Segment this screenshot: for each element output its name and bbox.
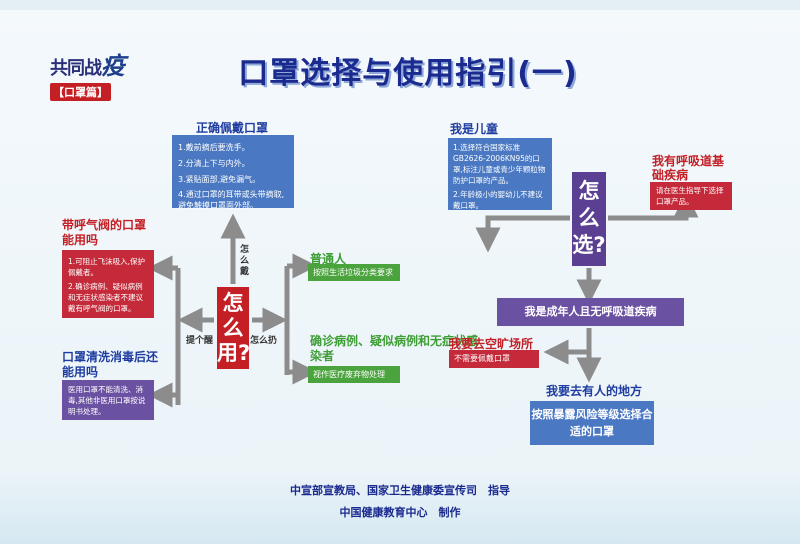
wash-box: 医用口罩不能清洗、消毒,其他非医用口罩按说明书处理。 — [62, 380, 154, 420]
wear-box: 1.戴前摘后要洗手。 2.分清上下与内外。 3.紧贴面部,避免漏气。 4.通过口… — [172, 135, 294, 210]
wear-item: 4.通过口罩的耳带或头带摘取,避免触摸口罩面外部。 — [178, 190, 285, 210]
wear-arrow-label: 怎么戴 — [240, 245, 250, 277]
arrow-to-child — [475, 215, 570, 253]
how-to-choose-badge: 怎么选? — [572, 172, 606, 266]
bottom-wave — [0, 470, 800, 544]
logo-emphasis: 疫 — [101, 51, 125, 80]
valve-heading: 带呼气阀的口罩能用吗 — [62, 218, 147, 247]
top-band — [0, 0, 800, 10]
remind-arrow-label: 提个醒 — [186, 336, 214, 346]
campaign-logo: 共同战疫 【口罩篇】 — [50, 46, 170, 101]
crowd-box: 按照暴露风险等级选择合适的口罩 — [530, 401, 654, 445]
valve-box: 1.可阻止飞沫吸入,保护佩戴者。 2.确诊病例、疑似病例和无症状感染者不建议戴有… — [62, 250, 154, 318]
resp-heading: 我有呼吸道基础疾病 — [652, 154, 725, 182]
confirmed-box: 视作医疗废弃物处理 — [308, 366, 400, 383]
wear-item: 3.紧贴面部,避免漏气。 — [178, 175, 261, 184]
wear-item: 1.戴前摘后要洗手。 — [178, 143, 250, 152]
footer-producer: 中国健康教育中心 制作 — [339, 506, 461, 519]
open-box: 不需要佩戴口罩 — [449, 350, 539, 368]
ordinary-heading: 普通人 — [310, 252, 347, 266]
wash-heading: 口罩清洗消毒后还能用吗 — [62, 350, 159, 379]
open-heading: 我要去空旷场所 — [449, 337, 534, 351]
dispose-arrow-label: 怎么扔 — [250, 336, 278, 346]
child-item: 2.年龄极小的婴幼儿不建议戴口罩。 — [453, 190, 543, 210]
page-title: 口罩选择与使用指引(一) — [238, 56, 578, 91]
confirmed-heading: 确诊病例、疑似病例和无症状感染者 — [310, 334, 479, 363]
child-item: 1.选择符合国家标准GB2626-2006KN95的口罩,标注儿童或青少年颗粒物… — [453, 143, 546, 185]
crowd-heading: 我要去有人的地方 — [546, 384, 643, 398]
valve-item: 2.确诊病例、疑似病例和无症状感染者不建议戴有呼气阀的口罩。 — [68, 282, 143, 313]
how-to-use-badge: 怎么用? — [217, 287, 250, 369]
logo-text: 共同战 — [50, 58, 102, 79]
child-heading: 我是儿童 — [450, 122, 499, 136]
wear-heading: 正确佩戴口罩 — [196, 121, 269, 135]
wear-item: 2.分清上下与内外。 — [178, 159, 250, 168]
logo-subtitle: 【口罩篇】 — [50, 83, 111, 101]
valve-item: 1.可阻止飞沫吸入,保护佩戴者。 — [68, 257, 146, 277]
footer-guidance: 中宣部宣教局、国家卫生健康委宣传司 指导 — [290, 484, 510, 497]
child-box: 1.选择符合国家标准GB2626-2006KN95的口罩,标注儿童或青少年颗粒物… — [448, 138, 552, 210]
ordinary-box: 按照生活垃圾分类要求 — [308, 264, 400, 281]
resp-box: 请在医生指导下选择口罩产品。 — [650, 182, 732, 210]
adult-bar: 我是成年人且无呼吸道疾病 — [497, 298, 684, 326]
